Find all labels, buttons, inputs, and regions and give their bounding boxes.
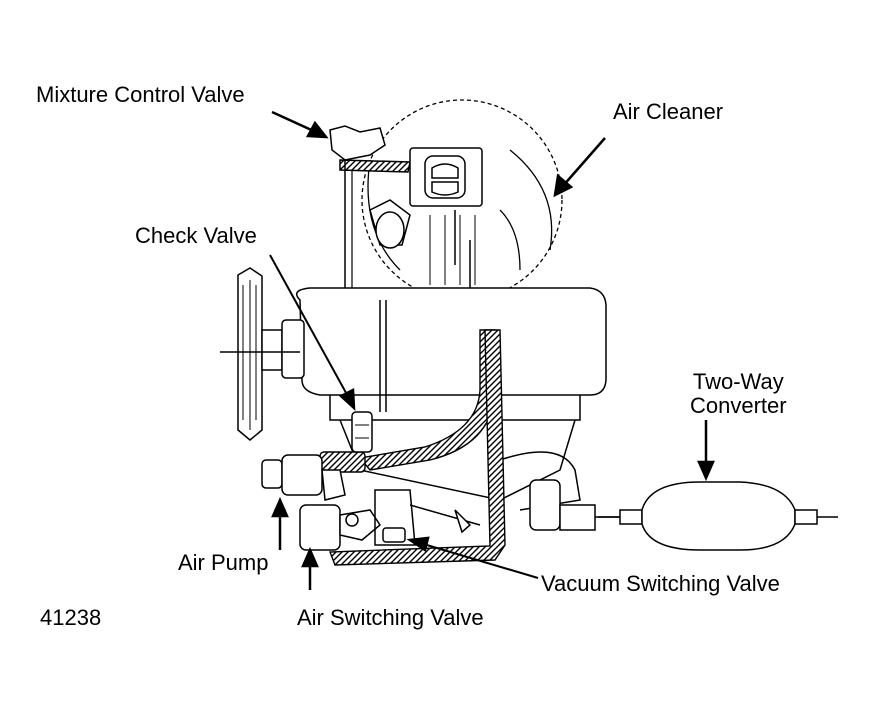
label-two-way-converter-line1: Two-Way bbox=[692, 369, 784, 394]
label-air-pump: Air Pump bbox=[178, 550, 269, 575]
label-two-way-converter-line2: Converter bbox=[690, 393, 787, 418]
label-air-switching-valve: Air Switching Valve bbox=[297, 605, 484, 630]
check-valve bbox=[351, 300, 387, 453]
label-mixture-control-valve: Mixture Control Valve bbox=[36, 82, 245, 107]
engine-block bbox=[295, 287, 625, 531]
label-air-cleaner: Air Cleaner bbox=[613, 99, 724, 124]
label-vacuum-switching-valve: Vacuum Switching Valve bbox=[541, 571, 780, 596]
label-two-way-converter: Two-Way Converter bbox=[690, 370, 787, 418]
air-hoses bbox=[319, 329, 506, 566]
figure-number: 41238 bbox=[40, 605, 102, 630]
air-switching-valve bbox=[299, 504, 381, 551]
carburetor-assembly bbox=[329, 125, 483, 301]
vacuum-switching-valve bbox=[374, 489, 481, 546]
air-pump bbox=[261, 454, 346, 501]
fan-pulley bbox=[220, 267, 305, 441]
label-check-valve: Check Valve bbox=[135, 223, 257, 248]
leader-arrows bbox=[269, 110, 715, 590]
two-way-converter bbox=[598, 481, 838, 551]
